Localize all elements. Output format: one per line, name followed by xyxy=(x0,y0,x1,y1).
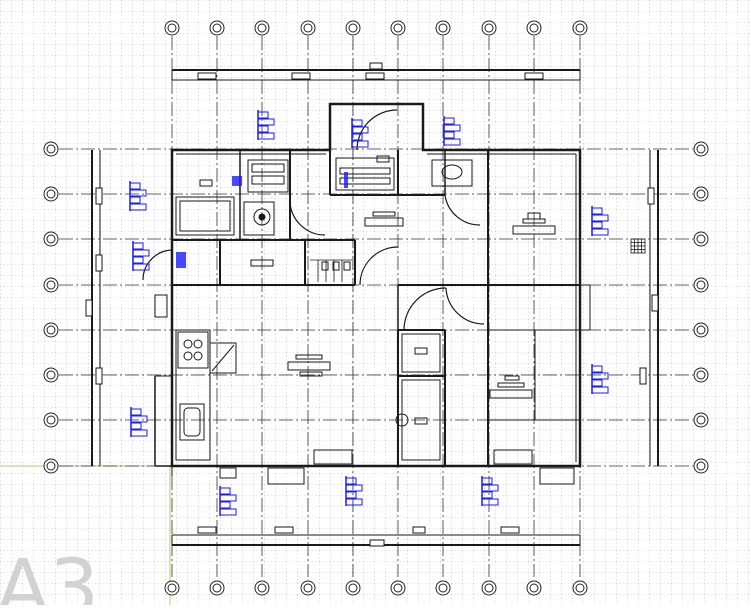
grid-bubble-icon[interactable] xyxy=(435,20,451,36)
grid-bubble-icon[interactable] xyxy=(693,231,709,247)
grid-bubble-icon[interactable] xyxy=(572,20,588,36)
grid-bubble-icon[interactable] xyxy=(693,186,709,202)
grid-bubble-icon[interactable] xyxy=(164,20,180,36)
annotation-marker-icon[interactable] xyxy=(257,110,275,140)
grid-bubble-icon[interactable] xyxy=(43,322,59,338)
grid-bubble-icon[interactable] xyxy=(526,580,542,596)
grid-bubble-icon[interactable] xyxy=(481,580,497,596)
grid-bubble-icon[interactable] xyxy=(43,231,59,247)
grid-bubble-icon[interactable] xyxy=(435,580,451,596)
grid-bubble-icon[interactable] xyxy=(390,20,406,36)
grid-bubble-icon[interactable] xyxy=(254,580,270,596)
grid-bubble-icon[interactable] xyxy=(693,141,709,157)
grid-bubble-icon[interactable] xyxy=(693,412,709,428)
grid-bubble-icon[interactable] xyxy=(300,580,316,596)
grid-axes xyxy=(43,20,709,596)
grid-bubble-icon[interactable] xyxy=(481,20,497,36)
eave-windows xyxy=(85,62,659,547)
annotation-marker-icon[interactable] xyxy=(130,407,148,437)
grid-bubble-icon[interactable] xyxy=(43,186,59,202)
annotation-marker-icon[interactable] xyxy=(129,181,147,211)
grid-bubble-icon[interactable] xyxy=(43,458,59,474)
grid-symbol-icon xyxy=(630,238,646,254)
grid-bubble-icon[interactable] xyxy=(526,20,542,36)
annotation-marker-icon[interactable] xyxy=(219,486,237,516)
grid-bubble-icon[interactable] xyxy=(43,141,59,157)
annotation-marker-icon[interactable] xyxy=(351,118,369,148)
grid-bubble-icon[interactable] xyxy=(209,20,225,36)
grid-bubble-icon[interactable] xyxy=(345,580,361,596)
grid-bubble-icon[interactable] xyxy=(345,20,361,36)
grid-bubble-icon[interactable] xyxy=(572,580,588,596)
grid-bubble-icon[interactable] xyxy=(43,367,59,383)
grid-bubble-icon[interactable] xyxy=(43,412,59,428)
grid-bubble-icon[interactable] xyxy=(693,277,709,293)
annotation-marker-icon[interactable] xyxy=(443,116,461,146)
grid-bubble-icon[interactable] xyxy=(693,367,709,383)
grid-bubble-icon[interactable] xyxy=(693,322,709,338)
sheet-watermark: A3 xyxy=(0,544,99,605)
grid-bubble-icon[interactable] xyxy=(390,580,406,596)
fixtures xyxy=(154,155,575,485)
grid-bubble-icon[interactable] xyxy=(693,458,709,474)
annotation-marker-icon[interactable] xyxy=(345,476,363,506)
grid-bubble-icon[interactable] xyxy=(300,20,316,36)
grid-bubble-icon[interactable] xyxy=(43,277,59,293)
annotation-marker-icon xyxy=(344,172,348,188)
annotation-marker-icon[interactable] xyxy=(591,206,609,236)
annotation-marker-icon xyxy=(232,176,242,186)
grid-bubble-icon[interactable] xyxy=(254,20,270,36)
grid-bubble-icon[interactable] xyxy=(164,580,180,596)
annotation-marker-icon xyxy=(176,252,186,268)
annotation-marker-icon[interactable] xyxy=(481,476,499,506)
annotation-marker-icon[interactable] xyxy=(132,241,150,271)
annotation-marker-icon[interactable] xyxy=(591,364,609,394)
annotation-markers xyxy=(129,110,609,516)
grid-bubble-icon[interactable] xyxy=(209,580,225,596)
